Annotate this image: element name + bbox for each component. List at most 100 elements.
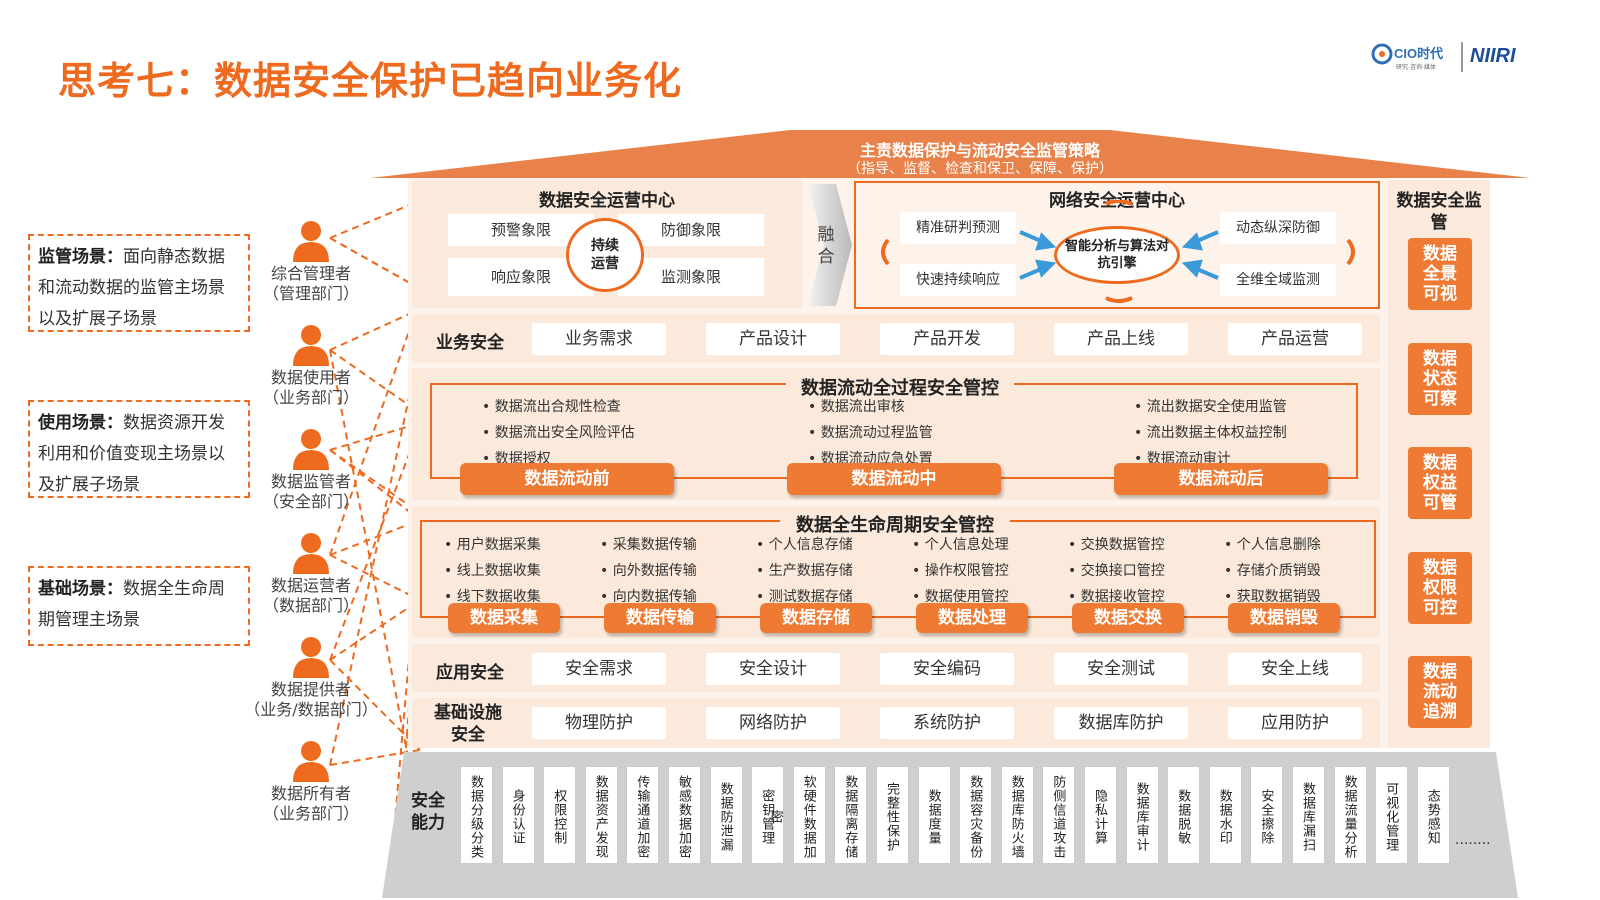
capability-item: 防侧信道攻击: [1042, 766, 1076, 864]
person-dept: （管理部门）: [262, 284, 359, 303]
person-dept: （数据部门）: [262, 596, 359, 615]
ops-center-core-label: 持续运营: [591, 238, 619, 272]
app-item-test: 安全测试: [1054, 653, 1188, 685]
quadrant-defense: 防御象限: [618, 214, 764, 246]
net-item-response: 快速持续响应: [900, 264, 1016, 296]
person-general-manager: 综合管理者 （管理部门）: [246, 220, 376, 304]
person-name: 综合管理者: [270, 264, 351, 283]
capability-item: 隐私计算: [1084, 766, 1117, 864]
capability-item: 数据脱敏: [1167, 766, 1201, 864]
logo: CIO时代 研究·咨询·媒体 NIIRI: [1370, 38, 1550, 78]
person-name: 数据所有者: [270, 784, 351, 803]
lifecycle-process-bullets: • 个人信息处理 • 操作权限管控 • 数据使用管控: [912, 532, 1009, 610]
lifecycle-exchange-button[interactable]: 数据交换: [1072, 603, 1184, 633]
lifecycle-process-button[interactable]: 数据处理: [916, 603, 1028, 633]
net-center-engine: 智能分析与算法对抗引擎: [1054, 226, 1180, 284]
flow-during-button[interactable]: 数据流动中: [787, 463, 1001, 495]
capability-item: 数据分级分类: [460, 766, 493, 864]
capability-item: 软硬件数据加密: [768, 766, 826, 864]
person-icon: [293, 221, 329, 262]
bullet-item: • 获取数据销毁: [1224, 589, 1321, 605]
business-security-label: 业务安全: [436, 333, 504, 353]
capability-item: 态势感知: [1416, 766, 1450, 864]
net-item-defense: 动态纵深防御: [1220, 212, 1336, 244]
capability-item: 数据度量: [917, 766, 951, 864]
bullet-item: • 测试数据存储: [756, 589, 853, 605]
scene-basic: 基础场景：数据全生命周期管理主场景: [28, 566, 250, 646]
scene-supervision: 监管场景：面向静态数据和流动数据的监管主场景以及扩展子场景: [28, 234, 250, 332]
app-item-coding: 安全编码: [880, 653, 1014, 685]
lifecycle-destroy-bullets: • 个人信息删除 • 存储介质销毁 • 获取数据销毁: [1224, 532, 1321, 610]
person-data-user: 数据使用者 （业务部门）: [246, 324, 376, 408]
bullet-item: • 数据流出审核: [808, 399, 905, 415]
infra-item-database: 数据库防护: [1054, 707, 1188, 739]
supervision-item-label: 数据全景可视: [1423, 244, 1457, 304]
person-name: 数据运营者: [270, 576, 351, 595]
flow-after-bullets: • 流出数据安全使用监管 • 流出数据主体权益控制 • 数据流动审计: [1134, 394, 1287, 472]
capability-item: 数据容灾备份: [959, 766, 993, 864]
bullet-item: • 向外数据传输: [600, 563, 697, 579]
flow-during-bullets: • 数据流出审核 • 数据流动过程监管 • 数据流动应急处置: [808, 394, 933, 472]
capability-item: 数据库审计: [1125, 766, 1159, 864]
bullet-item: • 交换数据管控: [1068, 537, 1165, 553]
bullet-item: • 流出数据安全使用监管: [1134, 399, 1287, 415]
flow-after-button[interactable]: 数据流动后: [1114, 463, 1328, 495]
supervision-item-label: 数据流动追溯: [1423, 662, 1457, 722]
person-icon: [293, 533, 329, 574]
bullet-item: • 个人信息删除: [1224, 537, 1321, 553]
supervision-title: 数据安全监管: [1396, 191, 1482, 233]
svg-text:研究·咨询·媒体: 研究·咨询·媒体: [1396, 63, 1436, 71]
infra-item-physical: 物理防护: [532, 707, 666, 739]
capability-list: 数据分级分类身份认证权限控制数据资产发现传输通道加密敏感数据加密数据防泄漏密钥管…: [460, 766, 1470, 866]
bullet-item: • 数据接收管控: [1068, 589, 1165, 605]
net-item-monitor: 全维全域监测: [1220, 264, 1336, 296]
supervision-item-rights: 数据权益可管: [1408, 447, 1472, 519]
bullet-item: • 操作权限管控: [912, 563, 1009, 579]
lifecycle-title: 数据全生命周期安全管控: [780, 511, 1010, 537]
lifecycle-store-button[interactable]: 数据存储: [760, 603, 872, 633]
lifecycle-exchange-bullets: • 交换数据管控 • 交换接口管控 • 数据接收管控: [1068, 532, 1165, 610]
flow-before-bullets: • 数据流出合规性检查 • 数据流出安全风险评估 • 数据授权: [482, 394, 635, 472]
lifecycle-transfer-button[interactable]: 数据传输: [604, 603, 716, 633]
capability-item: 身份认证: [501, 766, 535, 864]
lifecycle-collect-button[interactable]: 数据采集: [448, 603, 560, 633]
capability-item: 数据隔离存储: [834, 766, 868, 864]
person-icon: [293, 637, 329, 678]
net-item-predict: 精准研判预测: [900, 212, 1016, 244]
bullet-item: • 采集数据传输: [600, 537, 697, 553]
net-arrows-icon: [881, 200, 1355, 303]
page-title: 思考七：数据安全保护已趋向业务化: [58, 59, 683, 103]
infra-security-label: 基础设施安全: [434, 703, 502, 745]
lifecycle-store-bullets: • 个人信息存储 • 生产数据存储 • 测试数据存储: [756, 532, 853, 610]
person-name: 数据使用者: [270, 368, 351, 387]
person-name: 数据提供者: [270, 680, 351, 699]
lifecycle-destroy-button[interactable]: 数据销毁: [1228, 603, 1340, 633]
supervision-item-label: 数据权限可控: [1423, 558, 1457, 618]
infra-item-system: 系统防护: [880, 707, 1014, 739]
cio-logo-icon: CIO时代 研究·咨询·媒体 NIIRI: [1371, 42, 1516, 72]
svg-text:CIO时代: CIO时代: [1394, 46, 1443, 61]
person-data-supervisor: 数据监管者 （安全部门）: [246, 428, 376, 512]
ops-center-core: 持续运营: [566, 218, 644, 292]
capability-item: 权限控制: [543, 766, 577, 864]
supervision-item-permission: 数据权限可控: [1408, 552, 1472, 624]
infra-item-network: 网络防护: [706, 707, 840, 739]
capability-item: 数据防泄漏: [709, 766, 743, 864]
net-center-engine-label: 智能分析与算法对抗引擎: [1064, 239, 1169, 271]
app-item-launch: 安全上线: [1228, 653, 1362, 685]
scene-usage: 使用场景：数据资源开发利用和价值变现主场景以及扩展子场景: [28, 400, 250, 498]
roof-subtitle: （指导、监督、检查和保卫、保障、保护）: [847, 161, 1113, 177]
bullet-item: • 交换接口管控: [1068, 563, 1165, 579]
business-item-develop: 产品开发: [880, 323, 1014, 355]
flow-before-button[interactable]: 数据流动前: [460, 463, 674, 495]
app-item-demand: 安全需求: [532, 653, 666, 685]
capability-item: 数据库漏扫: [1292, 766, 1325, 864]
capability-item: 数据库防火墙: [1000, 766, 1034, 864]
app-item-design: 安全设计: [706, 653, 840, 685]
person-dept: （安全部门）: [262, 492, 359, 511]
bullet-item: • 存储介质销毁: [1224, 563, 1321, 579]
bullet-item: • 数据流出安全风险评估: [482, 425, 635, 441]
fusion-arrow-icon: [808, 184, 852, 306]
capability-item: 可视化管理: [1375, 766, 1409, 864]
person-dept: （业务部门）: [262, 388, 359, 407]
